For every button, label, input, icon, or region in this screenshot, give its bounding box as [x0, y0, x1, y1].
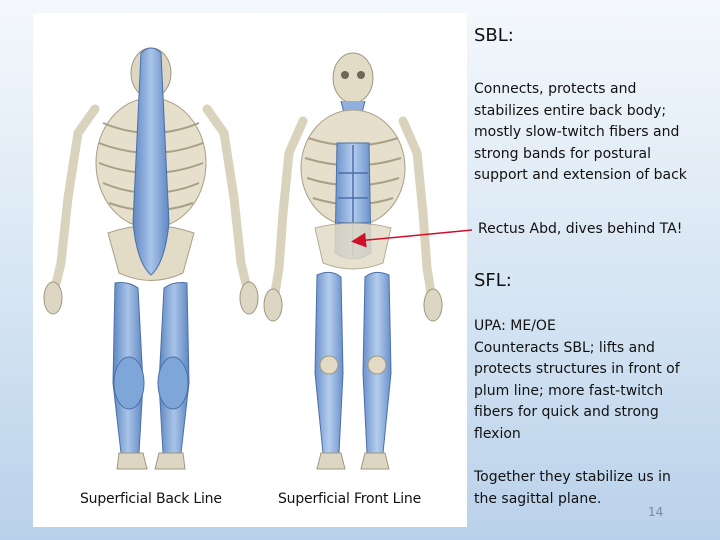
sfl-line: fibers for quick and strong [474, 404, 659, 420]
summary-line: the sagittal plane. [474, 490, 602, 507]
sfl-description: UPA: ME/OE Counteracts SBL; lifts and pr… [474, 316, 710, 445]
sfl-title: SFL: [474, 270, 512, 291]
sbl-line: strong bands for postural [474, 145, 652, 162]
anatomy-image-panel: Superficial Back Line Superficial Front … [33, 13, 467, 527]
superficial-front-line-figure [263, 52, 443, 470]
summary-line: Together they stabilize us in [474, 469, 671, 485]
sfl-line: Counteracts SBL; lifts and [474, 339, 655, 356]
sbl-description: Connects, protects and stabilizes entire… [474, 79, 710, 187]
caption-superficial-front-line: Superficial Front Line [278, 491, 421, 507]
sbl-title: SBL: [474, 25, 514, 46]
summary-text: Together they stabilize us in the sagitt… [474, 467, 710, 510]
sfl-line: plum line; more fast-twitch [474, 382, 664, 399]
sfl-line: flexion [474, 425, 521, 442]
sbl-line: Connects, protects and [474, 81, 637, 97]
sbl-line: mostly slow-twitch fibers and [474, 124, 680, 140]
rectus-abd-annotation: Rectus Abd, dives behind TA! [478, 221, 683, 237]
sbl-line: stabilizes entire back body; [474, 102, 667, 119]
sfl-line: UPA: ME/OE [474, 318, 556, 334]
superficial-back-line-figure [43, 47, 259, 470]
slide-number: 14 [648, 505, 664, 519]
caption-superficial-back-line: Superficial Back Line [80, 491, 222, 507]
sbl-line: support and extension of back [474, 167, 687, 183]
sfl-line: protects structures in front of [474, 361, 680, 377]
